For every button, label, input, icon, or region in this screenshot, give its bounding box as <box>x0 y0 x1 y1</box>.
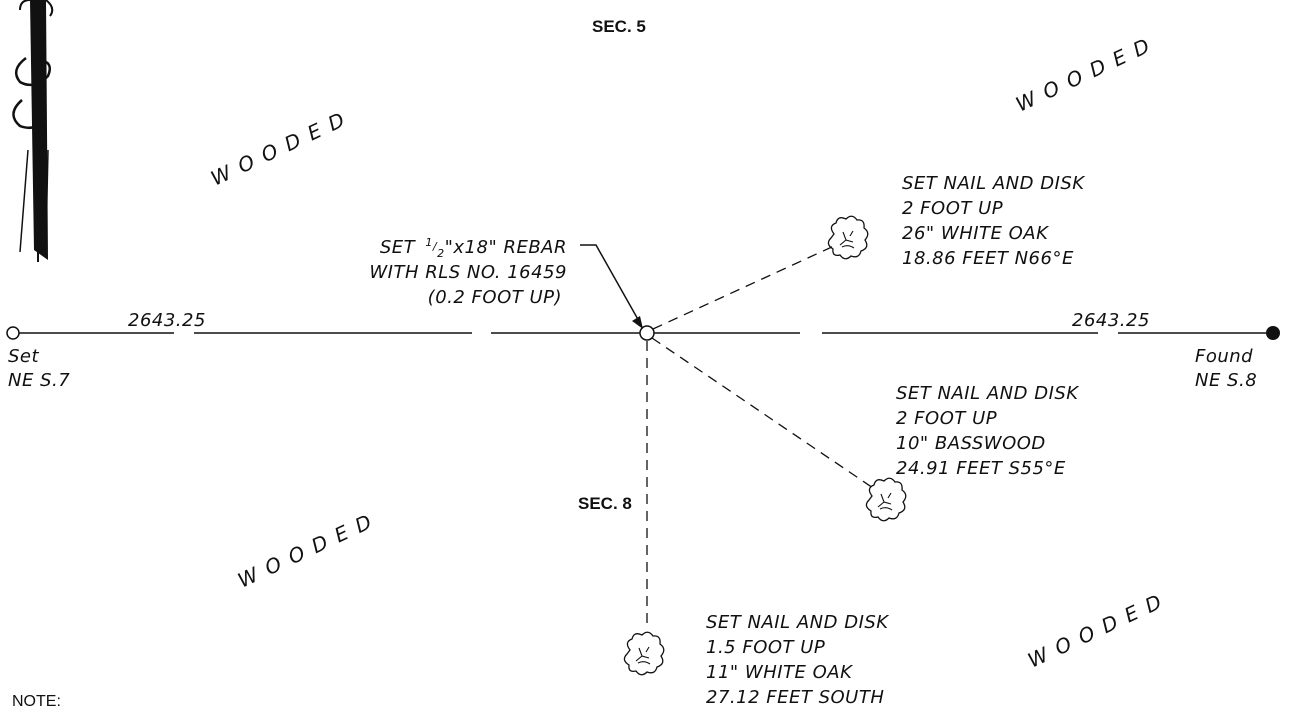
rebar-marker <box>639 325 655 341</box>
section-label-north: SEC. 5 <box>592 17 646 36</box>
wooded-label-ne: WOODED <box>1012 29 1162 116</box>
tree-symbol-icon-ne <box>827 215 869 260</box>
rebar-rls-number: WITH RLS NO. 16459 <box>369 262 567 283</box>
rebar-fraction-num: 1 <box>425 236 433 249</box>
wooded-label-nw: WOODED <box>207 103 357 190</box>
rebar-height: (0.2 FOOT UP) <box>428 287 562 308</box>
witness-s-line4: 27.12 FEET SOUTH <box>706 687 884 708</box>
witness-se-line2: 2 FOOT UP <box>896 408 997 429</box>
tree-symbol-icon-se <box>865 477 907 522</box>
rebar-prefix: SET <box>380 237 422 258</box>
wooded-label-se: WOODED <box>1024 585 1174 672</box>
wooded-label-sw: WOODED <box>234 505 384 592</box>
note-label: NOTE: <box>12 693 61 710</box>
east-corner-status: Found <box>1195 346 1253 367</box>
witness-s-line2: 1.5 FOOT UP <box>706 637 825 658</box>
witness-tree-se: SET NAIL AND DISK 2 FOOT UP 10" BASSWOOD… <box>896 383 1079 479</box>
witness-ne-line2: 2 FOOT UP <box>902 198 1003 219</box>
witness-ne-line3: 26" WHITE OAK <box>902 223 1049 244</box>
west-corner-id: NE S.7 <box>8 370 70 391</box>
north-arrow-icon <box>12 0 54 262</box>
rebar-suffix: "x18" REBAR <box>445 237 567 258</box>
svg-text:SET 1/2"x18" REBAR: SET 1/2"x18" REBAR <box>380 236 567 260</box>
witness-se-line1: SET NAIL AND DISK <box>896 383 1079 404</box>
distance-label-east: 2643.25 <box>1072 310 1150 331</box>
witness-ne-line4: 18.86 FEET N66°E <box>902 248 1074 269</box>
witness-tie-lines <box>646 245 877 630</box>
witness-s-line1: SET NAIL AND DISK <box>706 612 889 633</box>
rebar-callout: SET 1/2"x18" REBAR WITH RLS NO. 16459 (0… <box>369 236 643 329</box>
west-corner-status: Set <box>8 346 40 367</box>
witness-ne-line1: SET NAIL AND DISK <box>902 173 1085 194</box>
set-corner-marker-west <box>6 326 20 340</box>
witness-s-line3: 11" WHITE OAK <box>706 662 853 683</box>
section-label-south: SEC. 8 <box>578 494 632 513</box>
rebar-fraction-den: 2 <box>437 247 445 260</box>
witness-se-line4: 24.91 FEET S55°E <box>896 458 1066 479</box>
witness-tree-s: SET NAIL AND DISK 1.5 FOOT UP 11" WHITE … <box>706 612 889 708</box>
tree-symbol-icon-s <box>623 631 665 676</box>
found-corner-marker-east <box>1266 326 1280 340</box>
witness-tree-ne: SET NAIL AND DISK 2 FOOT UP 26" WHITE OA… <box>902 173 1085 269</box>
east-corner-id: NE S.8 <box>1195 370 1257 391</box>
witness-se-line3: 10" BASSWOOD <box>896 433 1046 454</box>
distance-label-west: 2643.25 <box>128 310 206 331</box>
